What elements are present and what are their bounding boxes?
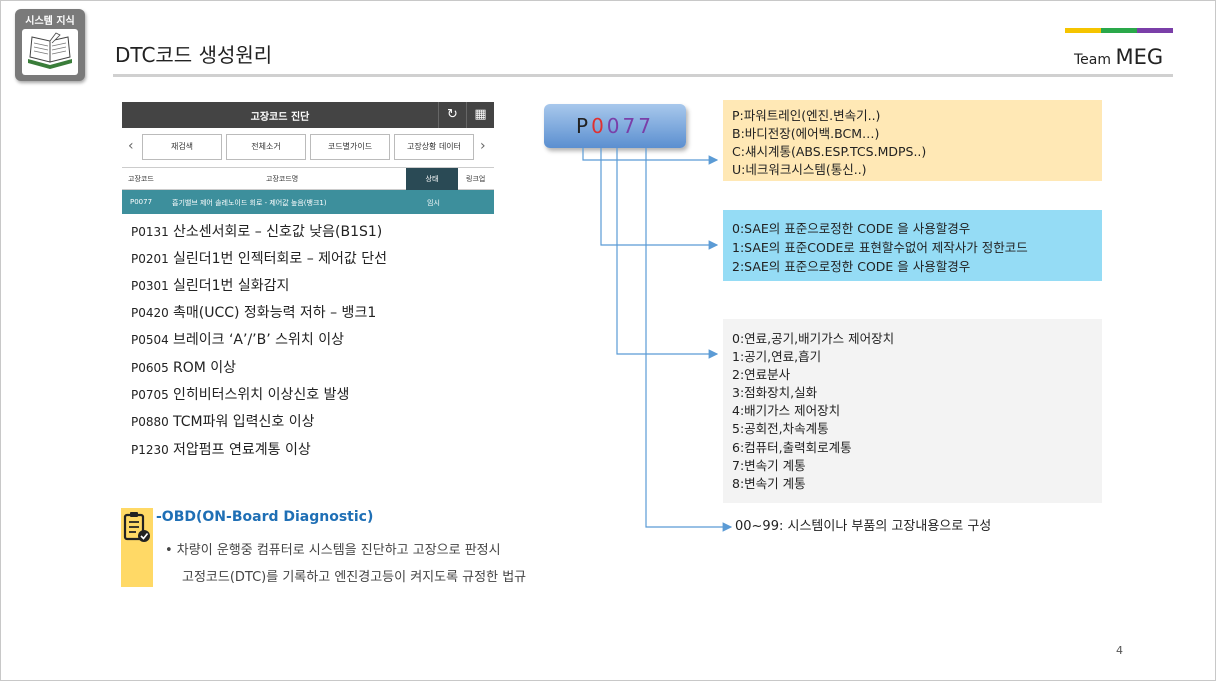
col-link: 링크업 (466, 175, 486, 183)
dtc-system-char: P (576, 114, 592, 138)
code-standard-line: 2:SAE의 표준으로정한 CODE 을 사용할경우 (732, 259, 971, 274)
system-knowledge-badge: 시스템 지식 (15, 9, 85, 81)
code: P0705 (131, 388, 169, 402)
tab-research[interactable]: 재검색 (142, 134, 222, 160)
app-title: 고장코드 진단 (250, 112, 310, 123)
subsystem-line: 7:변속기 계통 (732, 458, 806, 473)
code-desc: 저압펌프 연료계통 이상 (173, 442, 311, 458)
chevron-right-icon[interactable]: › (480, 138, 486, 154)
list-item: P0420 촉매(UCC) 정화능력 저하 – 뱅크1 (131, 302, 376, 322)
obd-title: -OBD(ON-Board Diagnostic) (156, 509, 374, 525)
brand-bar-yellow (1065, 28, 1101, 33)
team-name: MEG (1115, 45, 1164, 69)
refresh-icon[interactable]: ↻ (438, 102, 466, 128)
col-code: 고장코드 (128, 175, 154, 183)
obd-bullet-line-2: 고정코드(DTC)를 기록하고 엔진경고등이 켜지도록 규정한 법규 (182, 570, 527, 585)
list-item: P0880 TCM파워 입력신호 이상 (131, 411, 315, 431)
col-name: 고장코드명 (266, 175, 299, 183)
grid-icon[interactable]: ▦ (466, 102, 494, 128)
subsystem-line: 5:공회전,차속계통 (732, 421, 829, 436)
subsystem-line: 0:연료,공기,배기가스 제어장치 (732, 331, 895, 346)
table-row[interactable]: P0077 흡기밸브 제어 솔레노이드 회로 - 제어값 높음(뱅크1) 임시 (122, 190, 494, 214)
obd-bullet-line-1: • 차량이 운행중 컴퓨터로 시스템을 진단하고 고장으로 판정시 (165, 543, 501, 558)
list-item: P0504 브레이크 ‘A’/’B’ 스위치 이상 (131, 329, 344, 349)
badge-label: 시스템 지식 (25, 16, 75, 27)
subsystem-box: 0:연료,공기,배기가스 제어장치 1:공기,연료,흡기 2:연료분사 3:점화… (723, 319, 1102, 503)
dtc-subsystem-digit: 0 (606, 114, 623, 138)
code-desc: 촉매(UCC) 정화능력 저하 – 뱅크1 (173, 305, 377, 321)
subsystem-line: 4:배기가스 제어장치 (732, 403, 841, 418)
system-type-box: P:파워트레인(엔진.변속기..) B:바디전장(에어백.BCM…) C:섀시계… (723, 100, 1102, 181)
team-prefix: Team (1074, 52, 1112, 68)
dtc-standard-digit: 0 (591, 114, 607, 138)
dtc-code-display: P0077 (544, 104, 686, 148)
list-item: P0201 실린더1번 인젝터회로 – 제어값 단선 (131, 248, 387, 268)
list-item: P0605 ROM 이상 (131, 357, 236, 377)
tab-code-guide[interactable]: 코드별가이드 (310, 134, 390, 160)
diagnostic-app-screenshot: 고장코드 진단 ↻ ▦ ‹ 재검색 전체소거 코드별가이드 고장상황 데이터 ›… (122, 102, 494, 214)
list-item: P0705 인히비터스위치 이상신호 발생 (131, 384, 349, 404)
system-type-line: U:네크워크시스템(통신..) (732, 162, 867, 177)
code-desc: TCM파워 입력신호 이상 (173, 414, 315, 430)
list-item: P0301 실린더1번 실화감지 (131, 275, 289, 295)
code-standard-box: 0:SAE의 표준으로정한 CODE 을 사용할경우 1:SAE의 표준CODE… (723, 210, 1102, 281)
dtc-fault-digit-1: 7 (622, 114, 639, 138)
code-desc: 산소센서회로 – 신호값 낮음(B1S1) (173, 224, 383, 240)
subsystem-line: 8:변속기 계통 (732, 476, 806, 491)
book-icon (22, 29, 78, 75)
code-standard-line: 0:SAE의 표준으로정한 CODE 을 사용할경우 (732, 221, 971, 236)
code: P0880 (131, 415, 169, 429)
code: P0201 (131, 252, 169, 266)
clipboard-check-icon (121, 508, 153, 587)
page-title: DTC코드 생성원리 (115, 43, 273, 67)
row-code: P0077 (130, 198, 153, 206)
dtc-fault-digit-2: 7 (638, 114, 654, 138)
chevron-left-icon[interactable]: ‹ (128, 138, 134, 154)
code: P1230 (131, 443, 169, 457)
code: P0420 (131, 306, 169, 320)
col-status-label: 상태 (425, 175, 439, 183)
tab-clear-all[interactable]: 전체소거 (226, 134, 306, 160)
system-type-line: B:바디전장(에어백.BCM…) (732, 126, 880, 141)
code-desc: 실린더1번 실화감지 (173, 278, 290, 294)
page-number: 4 (1116, 644, 1123, 657)
subsystem-line: 1:공기,연료,흡기 (732, 349, 822, 364)
system-type-line: C:섀시계통(ABS.ESP.TCS.MDPS..) (732, 144, 927, 159)
row-status: 임시 (427, 199, 440, 207)
system-type-line: P:파워트레인(엔진.변속기..) (732, 108, 881, 123)
app-column-headers: 고장코드 고장코드명 상태 링크업 (122, 168, 494, 190)
code-desc: 인히비터스위치 이상신호 발생 (173, 387, 350, 403)
row-name: 흡기밸브 제어 솔레노이드 회로 - 제어값 높음(뱅크1) (172, 199, 327, 207)
code-standard-line: 1:SAE의 표준CODE로 표현할수없어 제작사가 정한코드 (732, 240, 1028, 255)
tab-fault-data[interactable]: 고장상황 데이터 (394, 134, 474, 160)
code-desc: 브레이크 ‘A’/’B’ 스위치 이상 (173, 332, 344, 348)
fault-content-line: 00~99: 시스템이나 부품의 고장내용으로 구성 (735, 519, 992, 534)
team-logo: Team MEG (1074, 45, 1163, 69)
subsystem-line: 6:컴퓨터,출력회로계통 (732, 440, 852, 455)
app-tab-bar: ‹ 재검색 전체소거 코드별가이드 고장상황 데이터 › (122, 128, 494, 168)
code: P0301 (131, 279, 169, 293)
col-status[interactable]: 상태 (406, 168, 458, 190)
list-item: P0131 산소센서회로 – 신호값 낮음(B1S1) (131, 221, 382, 241)
app-header: 고장코드 진단 ↻ ▦ (122, 102, 494, 128)
code: P0131 (131, 225, 169, 239)
subsystem-line: 3:점화장치,실화 (732, 385, 818, 400)
subsystem-line: 2:연료분사 (732, 367, 791, 382)
title-divider (113, 74, 1173, 77)
code-desc: ROM 이상 (173, 360, 237, 376)
list-item: P1230 저압펌프 연료계통 이상 (131, 439, 311, 459)
code: P0605 (131, 361, 169, 375)
code-desc: 실린더1번 인젝터회로 – 제어값 단선 (173, 251, 388, 267)
brand-bar-purple (1137, 28, 1173, 33)
brand-bar-green (1101, 28, 1137, 33)
code: P0504 (131, 333, 169, 347)
